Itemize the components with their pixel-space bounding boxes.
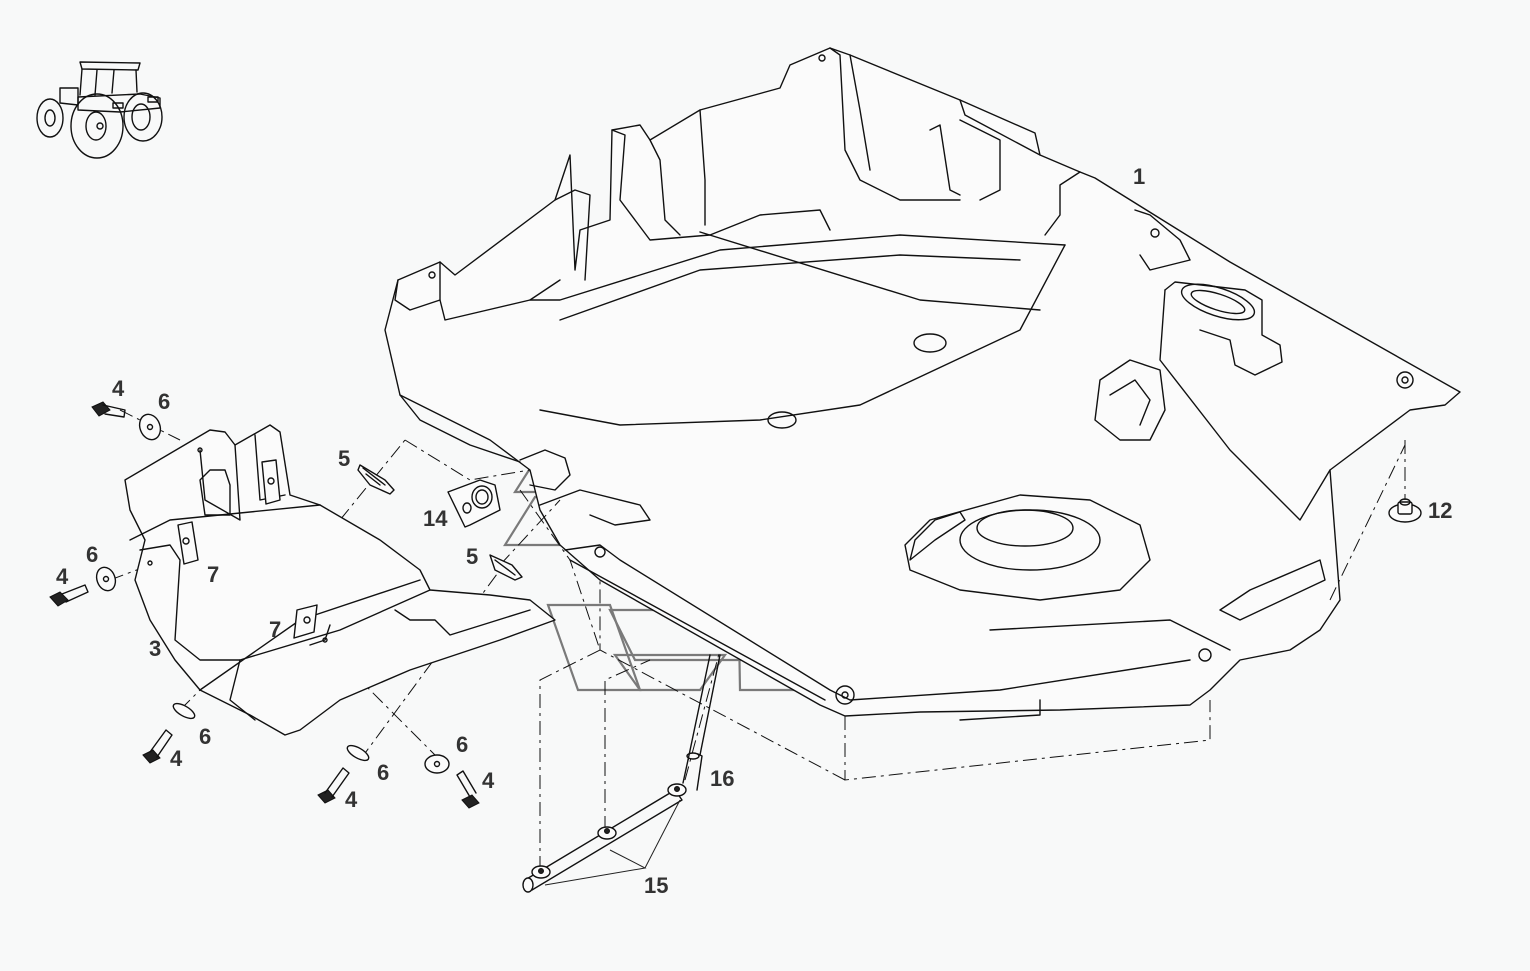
callout-4: 4 [112, 376, 125, 401]
callout-12: 12 [1428, 498, 1453, 523]
speed-nut-icon [293, 604, 318, 639]
spring-clip-icon [357, 464, 395, 495]
callout-6: 6 [199, 724, 212, 749]
callout-6: 6 [86, 542, 99, 567]
washer-icon [346, 744, 370, 762]
floor-pan-part-1 [384, 47, 1461, 721]
speed-nut-icon [177, 521, 199, 565]
washer-icon [95, 566, 117, 592]
callout-15: 15 [644, 873, 669, 898]
callout-4: 4 [170, 746, 183, 771]
callout-6: 6 [158, 389, 171, 414]
bolt-icon [49, 584, 89, 607]
washer-icon [424, 754, 450, 774]
callout-5: 5 [466, 544, 479, 569]
bolt-icon [91, 401, 126, 418]
callout-1: 1 [1133, 164, 1146, 189]
callout-4: 4 [345, 787, 358, 812]
washer-icon [172, 702, 196, 720]
callout-6: 6 [377, 760, 390, 785]
callout-4: 4 [482, 768, 495, 793]
callout-5: 5 [338, 446, 351, 471]
bolt-icon [142, 729, 173, 764]
flange-nut-icon [1388, 498, 1422, 523]
drain-hose-manifold-icon [522, 783, 687, 893]
callout-7: 7 [269, 617, 282, 642]
speed-nut-icon [261, 459, 281, 505]
callout-16: 16 [710, 766, 735, 791]
hose-elbow-icon [682, 654, 721, 791]
callout-14: 14 [423, 506, 448, 531]
bolt-icon [317, 767, 350, 804]
callout-3: 3 [149, 636, 162, 661]
callout-6: 6 [456, 732, 469, 757]
washer-icon [138, 413, 162, 441]
callout-7: 7 [207, 562, 220, 587]
tractor-icon [36, 61, 163, 159]
callout-4: 4 [56, 564, 69, 589]
side-cover-part-3 [124, 424, 556, 736]
spring-clip-icon [489, 554, 523, 581]
grommet-plate-icon [447, 479, 501, 528]
bolt-icon [456, 770, 480, 809]
